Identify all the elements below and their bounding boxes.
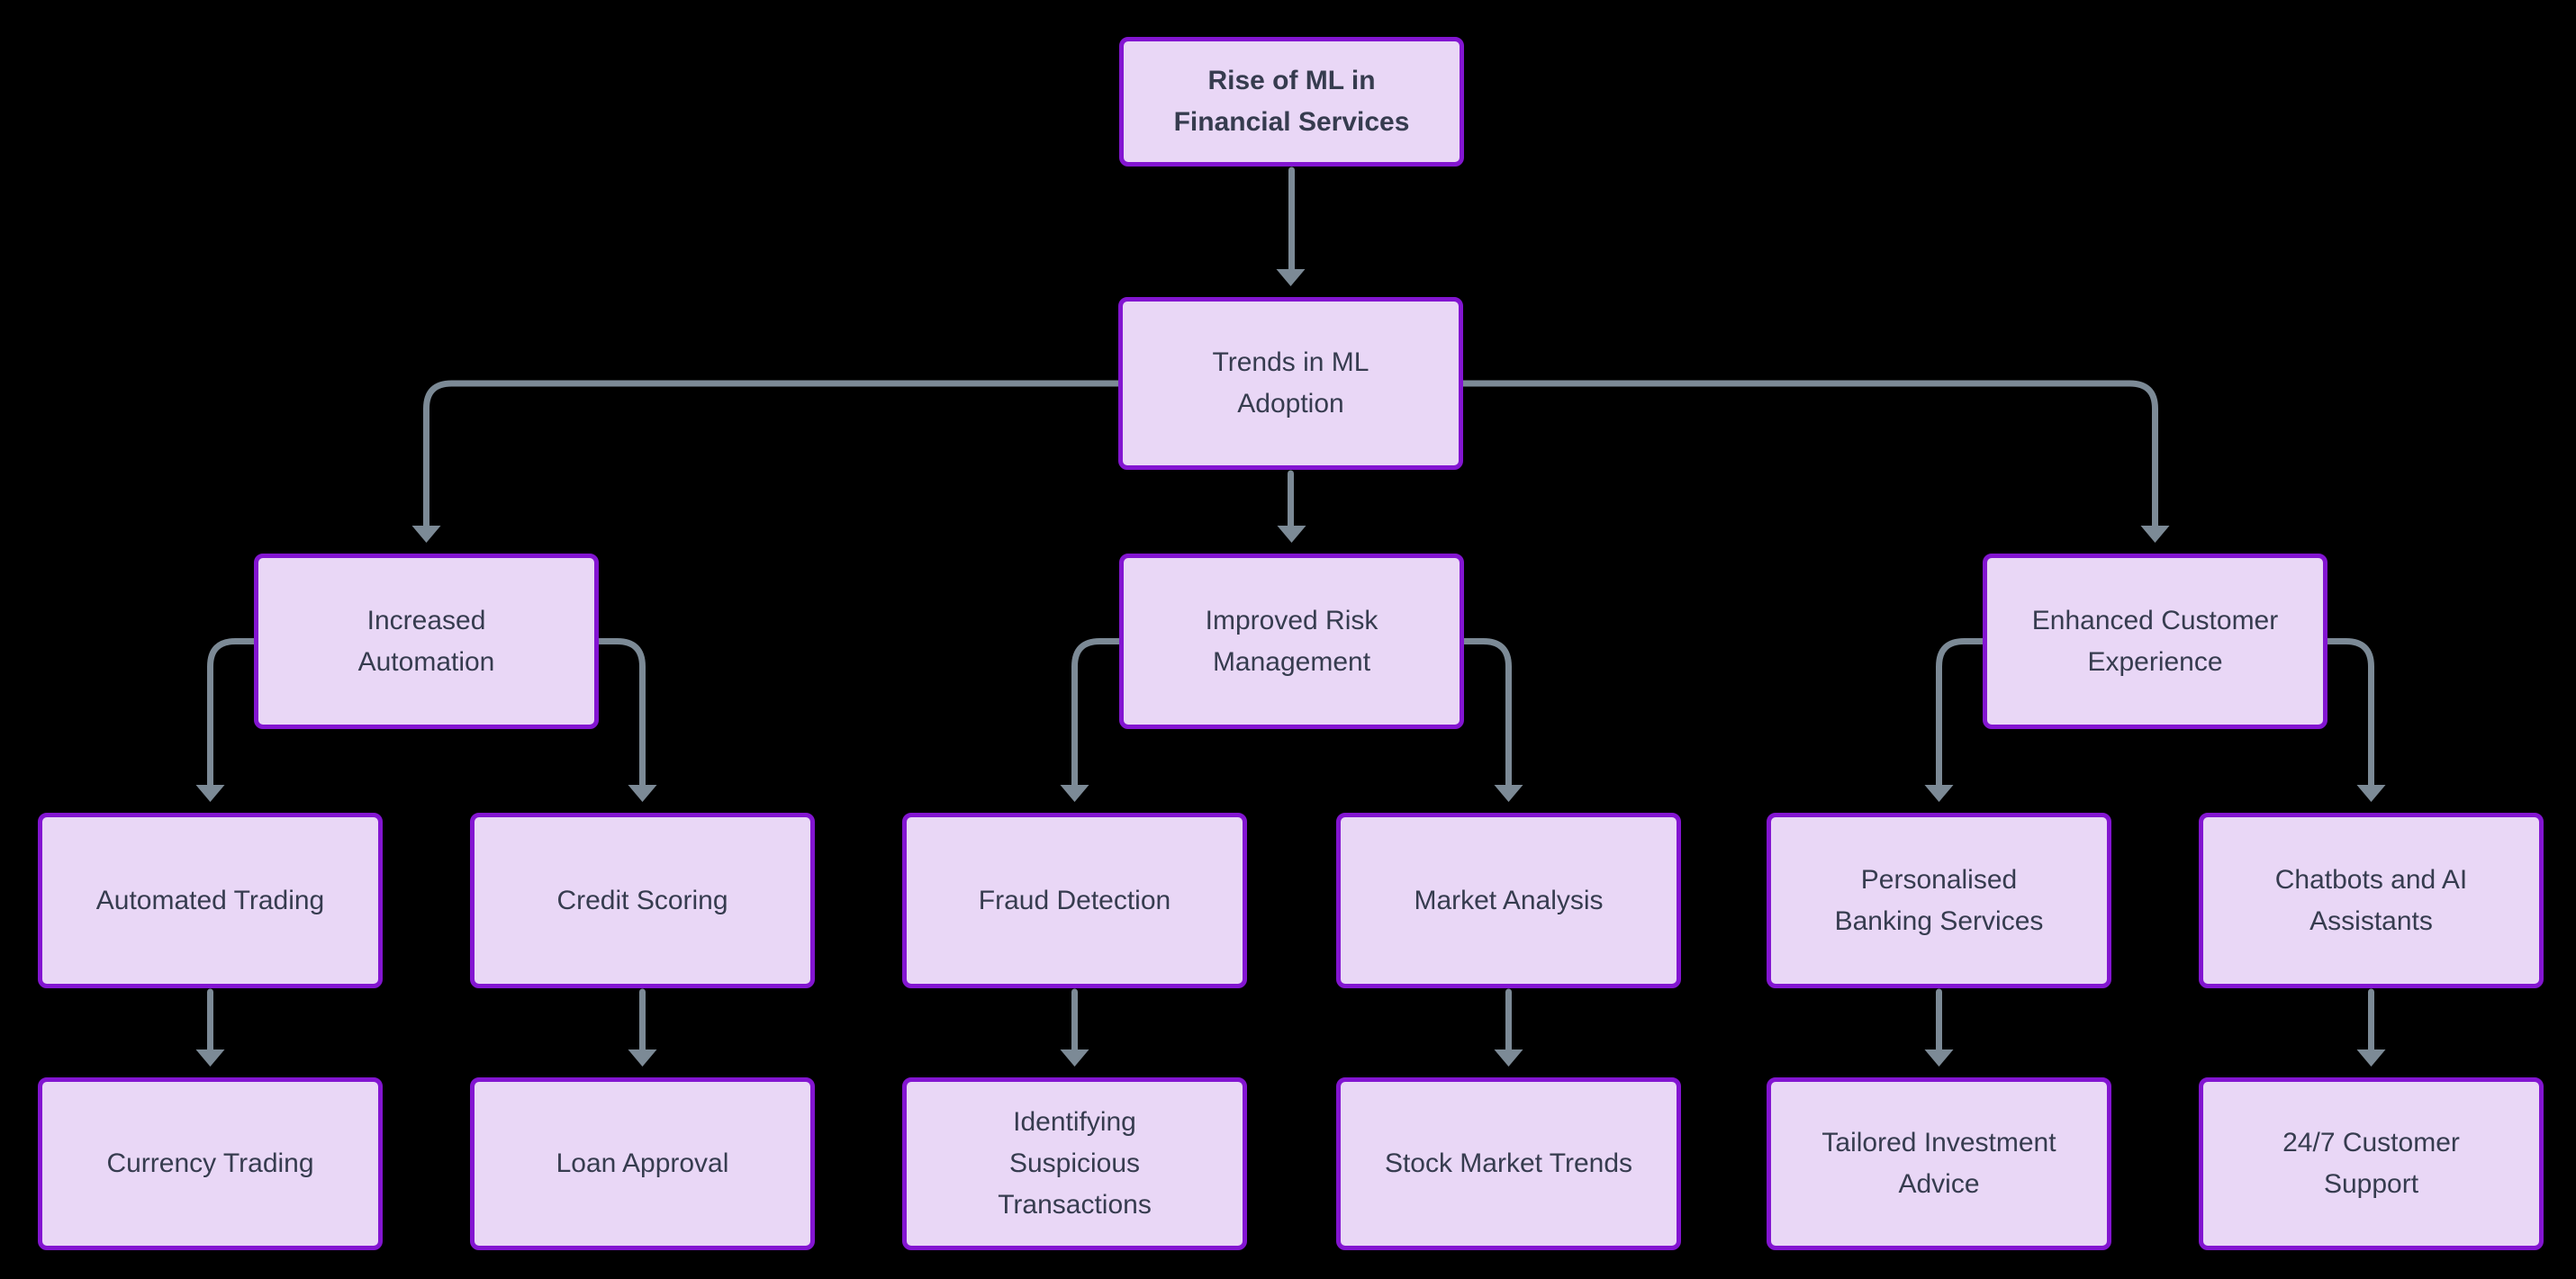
- node-automated-trading: Automated Trading: [38, 813, 383, 988]
- arrowhead-icon: [628, 1049, 657, 1067]
- edge-increased-automation-to-credit-scoring: [595, 638, 646, 791]
- arrowhead-icon: [1494, 1049, 1523, 1067]
- node-chatbots-ai-assistants: Chatbots and AI Assistants: [2199, 813, 2544, 988]
- node-market-analysis: Market Analysis: [1336, 813, 1681, 988]
- arrowhead-icon: [2356, 785, 2386, 802]
- edge-trends-in-ml-adoption-to-enhanced-customer-experience: [1460, 380, 2158, 532]
- arrowhead-icon: [2356, 1049, 2386, 1067]
- arrowhead-icon: [195, 1049, 225, 1067]
- arrowhead-icon: [195, 785, 225, 802]
- node-loan-approval: Loan Approval: [470, 1077, 815, 1250]
- node-tailored-investment-advice: Tailored Investment Advice: [1767, 1077, 2111, 1250]
- arrowhead-icon: [411, 526, 441, 543]
- edge-increased-automation-to-automated-trading: [207, 638, 258, 791]
- node-identifying-suspicious-transactions: Identifying Suspicious Transactions: [902, 1077, 1247, 1250]
- arrowhead-icon: [1060, 1049, 1089, 1067]
- node-improved-risk-management: Improved Risk Management: [1119, 554, 1464, 729]
- edge-trends-in-ml-adoption-to-increased-automation: [423, 380, 1122, 532]
- node-currency-trading: Currency Trading: [38, 1077, 383, 1250]
- edge-enhanced-customer-experience-to-chatbots-ai-assistants: [2324, 638, 2374, 791]
- edge-enhanced-customer-experience-to-personalised-banking-services: [1936, 638, 1986, 791]
- arrowhead-icon: [1924, 1049, 1954, 1067]
- node-customer-support-24-7: 24/7 Customer Support: [2199, 1077, 2544, 1250]
- arrowhead-icon: [1277, 526, 1306, 543]
- node-fraud-detection: Fraud Detection: [902, 813, 1247, 988]
- edge-improved-risk-management-to-market-analysis: [1460, 638, 1512, 791]
- arrowhead-icon: [1924, 785, 1954, 802]
- arrowhead-icon: [2140, 526, 2170, 543]
- arrowhead-icon: [1276, 269, 1306, 286]
- node-credit-scoring: Credit Scoring: [470, 813, 815, 988]
- node-increased-automation: Increased Automation: [254, 554, 599, 729]
- node-rise-of-ml: Rise of ML in Financial Services: [1119, 37, 1464, 167]
- node-personalised-banking-services: Personalised Banking Services: [1767, 813, 2111, 988]
- node-stock-market-trends: Stock Market Trends: [1336, 1077, 1681, 1250]
- arrowhead-icon: [1060, 785, 1089, 802]
- arrowhead-icon: [1494, 785, 1523, 802]
- node-enhanced-customer-experience: Enhanced Customer Experience: [1983, 554, 2327, 729]
- node-trends-in-ml-adoption: Trends in ML Adoption: [1118, 297, 1463, 470]
- edge-improved-risk-management-to-fraud-detection: [1071, 638, 1123, 791]
- arrowhead-icon: [628, 785, 657, 802]
